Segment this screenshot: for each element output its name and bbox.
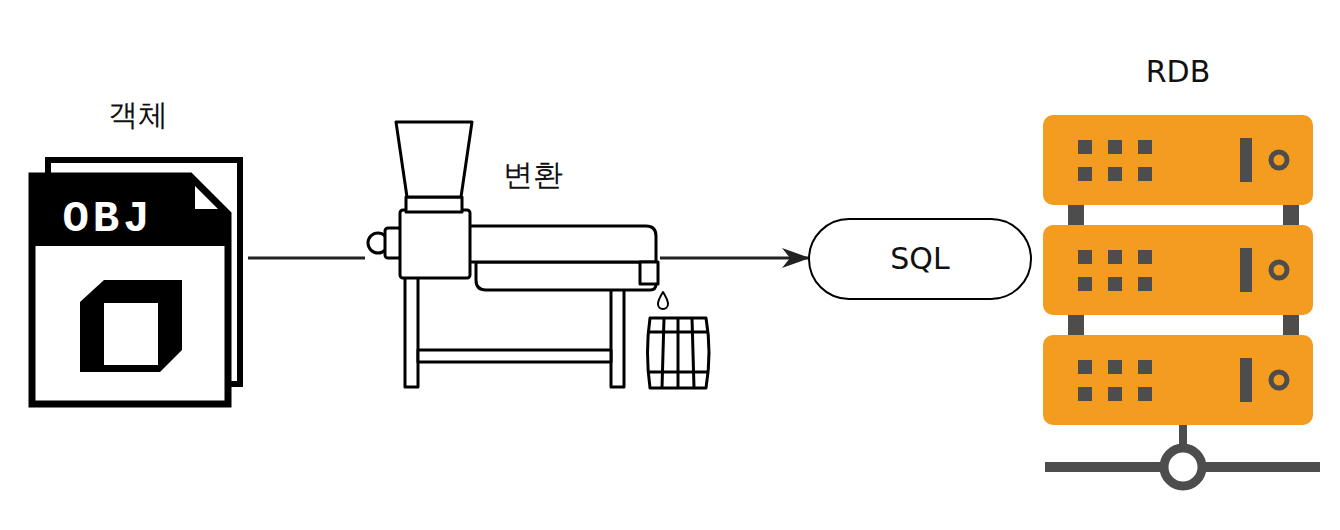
sql-pill: SQL bbox=[808, 218, 1032, 300]
file-icon bbox=[32, 160, 240, 404]
node-heading: RDB bbox=[1040, 54, 1316, 90]
server-rack bbox=[1043, 115, 1320, 486]
connector-line bbox=[248, 257, 365, 260]
node-label: 변환 bbox=[503, 157, 563, 193]
file-node: 객체 OBJ bbox=[28, 95, 248, 410]
file-type-label: OBJ bbox=[32, 193, 184, 246]
connector-line bbox=[660, 257, 808, 260]
pill-label: SQL bbox=[890, 241, 949, 277]
converter-node: 변환 bbox=[365, 115, 660, 395]
converter-machine bbox=[368, 122, 709, 388]
database-node: RDB bbox=[1040, 50, 1325, 500]
node-heading: 객체 bbox=[28, 97, 248, 133]
